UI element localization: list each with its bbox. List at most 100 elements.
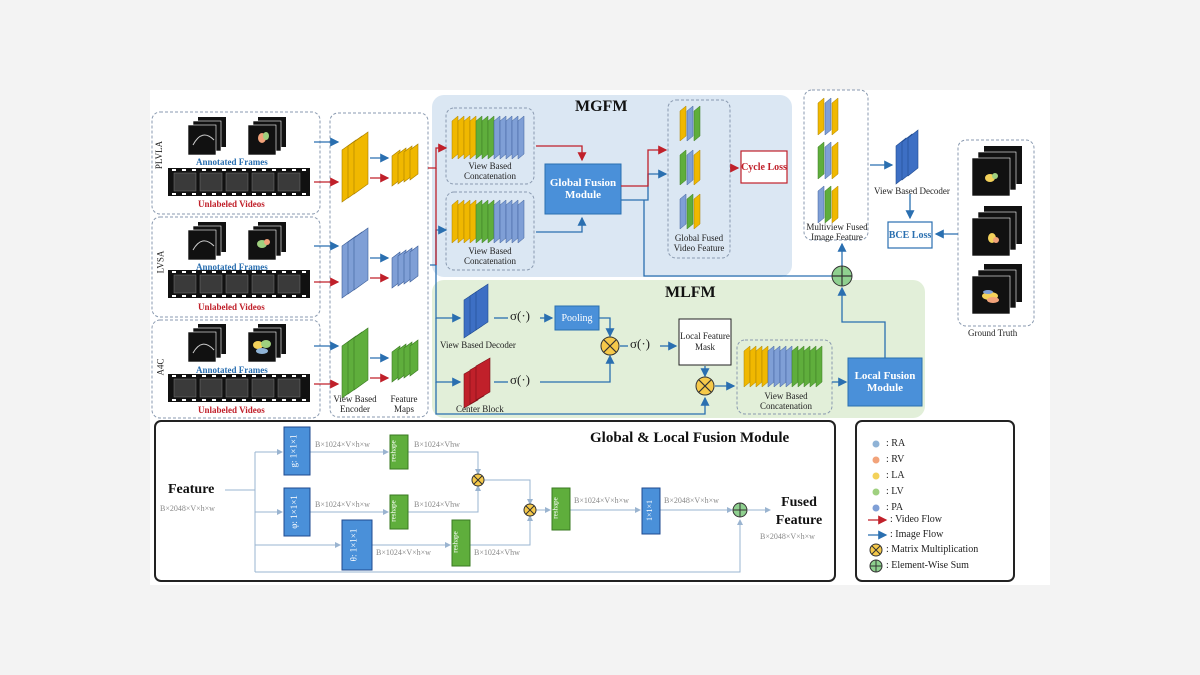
global-fusion-module-box [544,163,622,215]
encoder-blocks [341,131,419,399]
annotated-frames-a4c: Annotated Frames [196,365,268,375]
dim-phi-reshape-label: B×1024×Vhw [414,500,460,509]
multiview-stack-1 [817,97,839,136]
conv-block [641,487,661,535]
legend-rv: : RV [886,454,905,465]
sigma-label-2: σ(·) [510,372,530,387]
concat-stack-3 [743,345,823,388]
legend-ra: : RA [886,438,906,449]
reshape-label-phi: reshape [389,500,398,522]
dim-phi-label: B×1024×V×h×w [315,500,370,509]
legend-lv: : LV [886,486,904,497]
legend-element-sum: : Element-Wise Sum [886,560,969,571]
dim-theta-reshape-label: B×1024×Vhw [474,548,520,557]
reshape-label-theta: reshape [451,531,460,553]
multiview-stack-3 [817,185,839,224]
multiview-fused-image-feature-label: Multiview Fused Image Feature [806,222,868,242]
global-fused-stack-3 [679,193,701,230]
concat-stacks [451,97,839,388]
legend-matrix-mult: : Matrix Multiplication [886,544,979,555]
bce-loss-label: BCE Loss [888,229,932,241]
center-block-label: Center Block [456,404,504,414]
view-based-encoder-label: View Based Encoder [333,394,377,414]
sigma-label-1: σ(·) [510,308,530,323]
reshape-block-theta [451,519,471,567]
global-fusion-module-label: Global Fusion Module [549,177,617,201]
legend-graphics [868,440,888,573]
reshape-block-mid [551,487,571,531]
legend-pa: : PA [886,502,904,513]
encoder-box [329,112,429,418]
film-strips [168,168,310,402]
annotated-frames-plvla: Annotated Frames [196,157,268,167]
reshape-block-phi [389,494,409,530]
ground-truth-box [957,139,1035,327]
phi-block-label: φ: 1×1×1 [288,495,299,529]
reshape-label-mid: reshape [551,497,560,519]
legend-video-flow: : Video Flow [890,514,942,525]
mlfm-title: MLFM [665,284,716,301]
local-fusion-module-label: Local Fusion Module [854,370,916,394]
theta-block-label: θ: 1×1×1 [348,528,359,562]
phi-block [283,487,311,537]
g-block [283,426,311,476]
fusion-detail-blocks [283,426,748,571]
fusion-detail-lines [225,449,771,573]
multiview-stack-2 [817,141,839,180]
view-name-plvla: PLVLA [154,140,165,170]
reshape-block-g [389,434,409,470]
local-feature-mask-box [678,318,732,366]
unlabeled-videos-lvsa: Unlabeled Videos [198,302,265,312]
legend-image-flow: : Image Flow [890,529,944,540]
global-fused-video-feature-label: Global Fused Video Feature [673,233,725,253]
global-fused-stack-2 [679,149,701,186]
ground-truth-label: Ground Truth [968,328,1018,338]
mgfm-title: MGFM [575,98,628,115]
concat-stack-2 [451,199,525,244]
mult-op-2 [695,376,715,396]
feature-maps-label: Feature Maps [390,394,418,414]
legend-la: : LA [886,470,905,481]
mult-op-3 [471,473,485,487]
mult-op-1 [600,336,620,356]
sum-op-2 [732,502,748,518]
view-concat-label-2: View Based Concatenation [464,246,516,266]
view-concat-label-1: View Based Concatenation [464,161,516,181]
view-box-lvsa [151,216,321,318]
plvla-frames [187,117,286,156]
local-fusion-module-box [847,357,923,407]
multiview-fused-box [803,89,869,241]
dim-g-label: B×1024×V×h×w [315,440,370,449]
unlabeled-videos-a4c: Unlabeled Videos [198,405,265,415]
view-based-decoder-mlfm-label: View Based Decoder [440,340,516,350]
local-feature-mask-label: Local Feature Mask [680,331,730,352]
unlabeled-videos-plvla: Unlabeled Videos [198,199,265,209]
lvsa-frames [187,222,286,261]
right-decoder-blocks [895,129,919,185]
legend-panel [855,420,1015,582]
fused-feature-label: Fused Feature [775,495,823,528]
view-name-a4c: A4C [155,358,166,376]
dim-conv-label: B×2048×V×h×w [664,496,719,505]
concat-box-3 [736,339,833,415]
view-name-lvsa: LVSA [155,250,166,274]
feature-label: Feature [168,482,215,497]
fusion-detail-panel [154,420,836,582]
pooling-label: Pooling [561,312,593,324]
mlfm-decoder-blocks [463,283,491,409]
feature-dim-label: B×2048×V×h×w [160,504,215,513]
reshape-label-g: reshape [389,440,398,462]
theta-block [341,519,373,571]
cycle-loss-label: Cycle Loss [741,161,787,173]
global-fused-stack-1 [679,105,701,142]
fusion-module-title: Global & Local Fusion Module [590,430,790,446]
annotated-frames-lvsa: Annotated Frames [196,262,268,272]
bce-loss-box [887,221,933,249]
concat-stack-1 [451,115,525,160]
sum-op-1 [831,265,853,287]
concat-box-2 [445,191,535,271]
g-block-label: g: 1×1×1 [288,434,299,468]
conv-block-label: 1×1×1 [645,499,655,522]
